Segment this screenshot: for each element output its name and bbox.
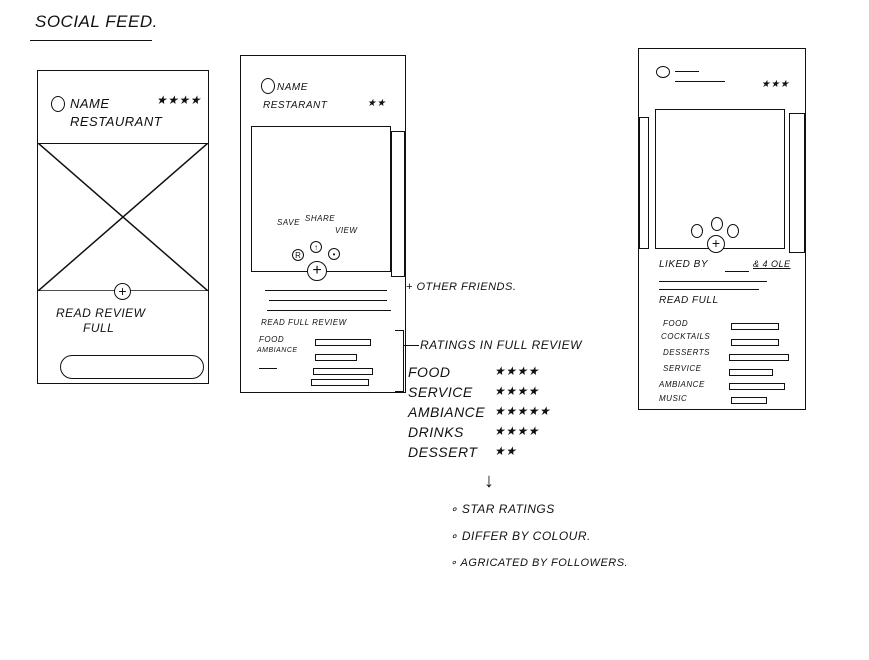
wireframe-feed-basic: Name ★★★★ Restaurant + Read Review Full: [37, 70, 209, 384]
star-rating: ★★★★: [156, 93, 202, 107]
text-line: [269, 300, 387, 301]
image-placeholder: [38, 143, 208, 291]
rating-label: Ambiance: [408, 404, 486, 420]
connector-line: [403, 345, 419, 346]
rating-stars: ★★★★: [494, 424, 540, 438]
plus-icon[interactable]: +: [707, 235, 725, 253]
action-button[interactable]: [60, 355, 204, 379]
read-full-link[interactable]: Read Full: [659, 295, 719, 306]
note-item: ∘ Differ by colour.: [450, 529, 591, 543]
read-full-review-link[interactable]: Read Full Review: [261, 318, 347, 327]
rating-label: Dessert: [408, 444, 478, 460]
wireframe-feed-actions: Name Restarant ★★ Save Share View R ↑ • …: [240, 55, 406, 393]
category-label: Food: [663, 319, 689, 328]
category-label: Cocktails: [661, 332, 711, 341]
rating-bar: [729, 369, 773, 376]
next-card-peek: [391, 131, 405, 277]
category-label: Desserts: [663, 348, 710, 357]
save-icon[interactable]: R: [292, 249, 304, 261]
header-divider: [38, 143, 208, 144]
note-text: Agricated by followers.: [460, 557, 629, 569]
plus-icon[interactable]: +: [307, 261, 327, 281]
rating-stars: ★★★★: [494, 384, 540, 398]
star-rating: ★★: [367, 98, 386, 109]
avatar-icon: [656, 66, 670, 78]
rating-label-food: Food: [259, 335, 285, 344]
view-icon[interactable]: •: [328, 248, 340, 260]
name-line: [675, 71, 699, 72]
wireframe-feed-detailed: ★★★ + Liked by & 4 ole Read Full Food Co…: [638, 48, 806, 410]
text-line: [265, 290, 387, 291]
rating-stars: ★★: [494, 444, 517, 458]
rating-stars: ★★★★★: [494, 404, 551, 418]
title-underline: [30, 40, 152, 41]
avatar-icon: [261, 78, 275, 94]
category-label: Music: [659, 394, 688, 403]
rating-bar: [731, 323, 779, 330]
ratings-bracket: [395, 330, 404, 392]
other-friends-annotation: + Other Friends.: [406, 281, 517, 293]
rating-bar: [731, 397, 767, 404]
rating-label-ambiance: Ambiance: [257, 347, 298, 354]
save-label: Save: [277, 218, 300, 227]
avatar-icon: [51, 96, 65, 112]
others-link[interactable]: & 4 ole: [753, 259, 791, 269]
prev-card-peek: [639, 117, 649, 249]
text-line: [659, 281, 767, 282]
action-icon[interactable]: [691, 224, 703, 238]
rating-label: Drinks: [408, 424, 464, 440]
restaurant-line: [675, 81, 725, 82]
share-label: Share: [305, 214, 336, 223]
action-icon[interactable]: [711, 217, 723, 231]
name-label: Name: [70, 96, 110, 111]
read-review-label[interactable]: Read Review: [56, 306, 146, 320]
rating-bar: [729, 383, 785, 390]
category-label: Ambiance: [659, 380, 705, 389]
view-label: View: [335, 226, 358, 235]
notes-list: ∘ Star ratings ∘ Differ by colour. ∘ Agr…: [450, 502, 628, 583]
text-line: [659, 289, 759, 290]
rating-bar: [729, 354, 789, 361]
text-line: [267, 310, 391, 311]
rating-bar: [315, 339, 371, 346]
rating-bar: [315, 354, 357, 361]
page-title: Social Feed.: [35, 12, 158, 31]
star-rating: ★★★: [761, 79, 790, 90]
plus-icon[interactable]: +: [114, 283, 131, 300]
rating-label: Food: [408, 364, 451, 380]
note-item: ∘ Star ratings: [450, 502, 555, 516]
liked-by-label: Liked by: [659, 259, 709, 270]
restaurant-label: Restaurant: [70, 114, 163, 129]
rating-bar: [311, 379, 369, 386]
next-card-peek: [789, 113, 805, 253]
ratings-annotation: Ratings in Full Review: [420, 338, 582, 352]
note-item: ∘ Agricated by followers.: [450, 557, 629, 569]
friend-name-blank: [725, 271, 749, 272]
action-icon[interactable]: [727, 224, 739, 238]
rating-label: Service: [408, 384, 473, 400]
category-label: Service: [663, 364, 702, 373]
rating-label-placeholder: [259, 368, 277, 369]
share-icon[interactable]: ↑: [310, 241, 322, 253]
rating-stars: ★★★★: [494, 364, 540, 378]
rating-bar: [731, 339, 779, 346]
down-arrow-icon: ↓: [484, 470, 495, 492]
restaurant-label: Restarant: [263, 100, 328, 111]
rating-bar: [313, 368, 373, 375]
name-label: Name: [277, 82, 308, 93]
note-text: Star ratings: [461, 502, 555, 516]
note-text: Differ by colour.: [461, 529, 591, 543]
full-label[interactable]: Full: [83, 321, 115, 335]
